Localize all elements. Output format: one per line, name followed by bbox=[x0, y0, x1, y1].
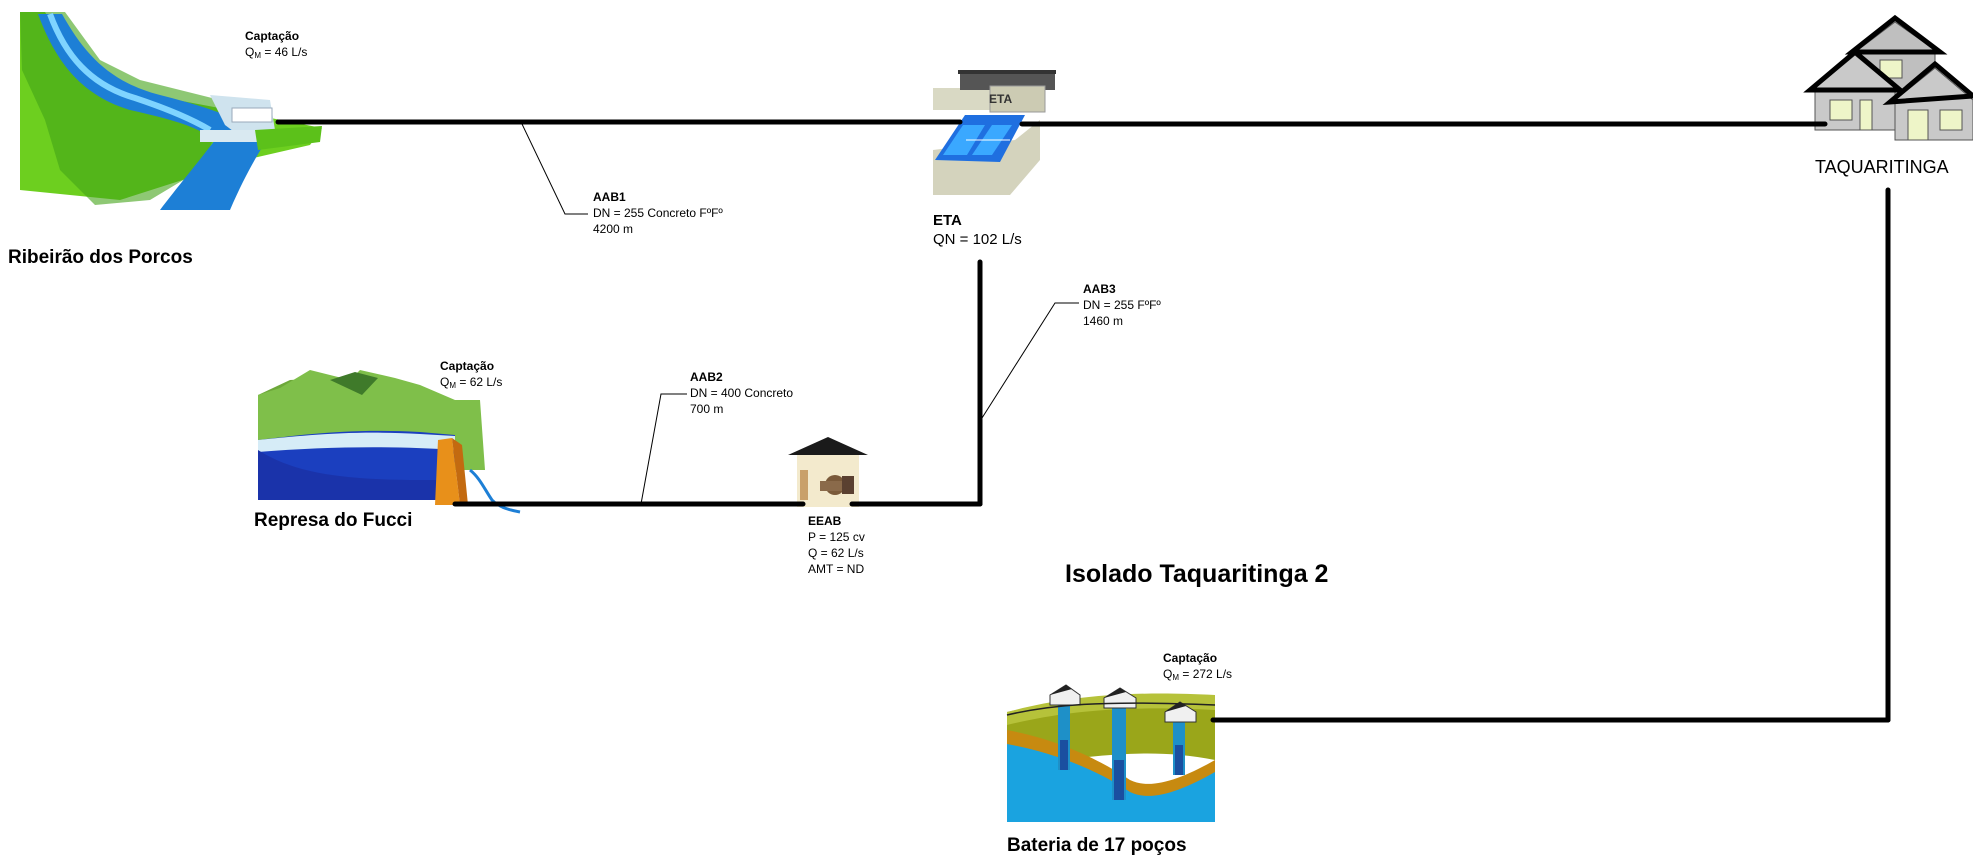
eta-sign: ETA bbox=[989, 92, 1013, 106]
leader-aab3 bbox=[981, 302, 1079, 419]
aab3-name: AAB3 bbox=[1083, 282, 1116, 296]
fucci-source-name: Represa do Fucci bbox=[254, 510, 413, 531]
eta-flow: QN = 102 L/s bbox=[933, 231, 1022, 248]
pipelines bbox=[275, 119, 1891, 723]
eeab-name: EEAB bbox=[808, 514, 842, 528]
aab3-length: 1460 m bbox=[1083, 314, 1124, 328]
aab1-name: AAB1 bbox=[593, 190, 626, 204]
bateria-flow-label: QM = 272 L/s bbox=[1163, 667, 1233, 682]
ribeirao-captacao-label: Captação bbox=[245, 29, 300, 43]
aab2-length: 700 m bbox=[690, 402, 724, 416]
aab3-spec: DN = 255 FºFº bbox=[1083, 298, 1161, 312]
wells-illustration bbox=[1006, 684, 1216, 822]
eeab-flow: Q = 62 L/s bbox=[808, 546, 864, 560]
aab2-spec: DN = 400 Concreto bbox=[690, 386, 794, 400]
eta-building-illustration bbox=[933, 70, 1056, 195]
dam-illustration bbox=[258, 370, 521, 514]
houses-illustration bbox=[1803, 14, 1973, 141]
bateria-captacao-label: Captação bbox=[1163, 651, 1218, 665]
leader-aab1 bbox=[521, 123, 588, 215]
aab2-name: AAB2 bbox=[690, 370, 723, 384]
bateria-source-name: Bateria de 17 poços bbox=[1007, 835, 1187, 856]
label-leaders bbox=[521, 123, 1079, 505]
river-intake-illustration bbox=[20, 12, 322, 210]
city-name: TAQUARITINGA bbox=[1815, 157, 1949, 177]
eeab-power: P = 125 cv bbox=[808, 530, 865, 544]
aab1-length: 4200 m bbox=[593, 222, 634, 236]
ribeirao-flow-label: QM = 46 L/s bbox=[245, 45, 308, 60]
diagram-title: Isolado Taquaritinga 2 bbox=[1065, 560, 1329, 588]
leader-aab2 bbox=[640, 393, 687, 505]
fucci-flow-label: QM = 62 L/s bbox=[440, 375, 503, 390]
aab1-spec: DN = 255 Concreto FºFº bbox=[593, 206, 723, 220]
eeab-pump-house-illustration bbox=[788, 437, 868, 507]
ribeirao-source-name: Ribeirão dos Porcos bbox=[8, 247, 193, 268]
fucci-captacao-label: Captação bbox=[440, 359, 495, 373]
eta-name: ETA bbox=[933, 212, 962, 229]
eeab-amt: AMT = ND bbox=[808, 562, 865, 576]
